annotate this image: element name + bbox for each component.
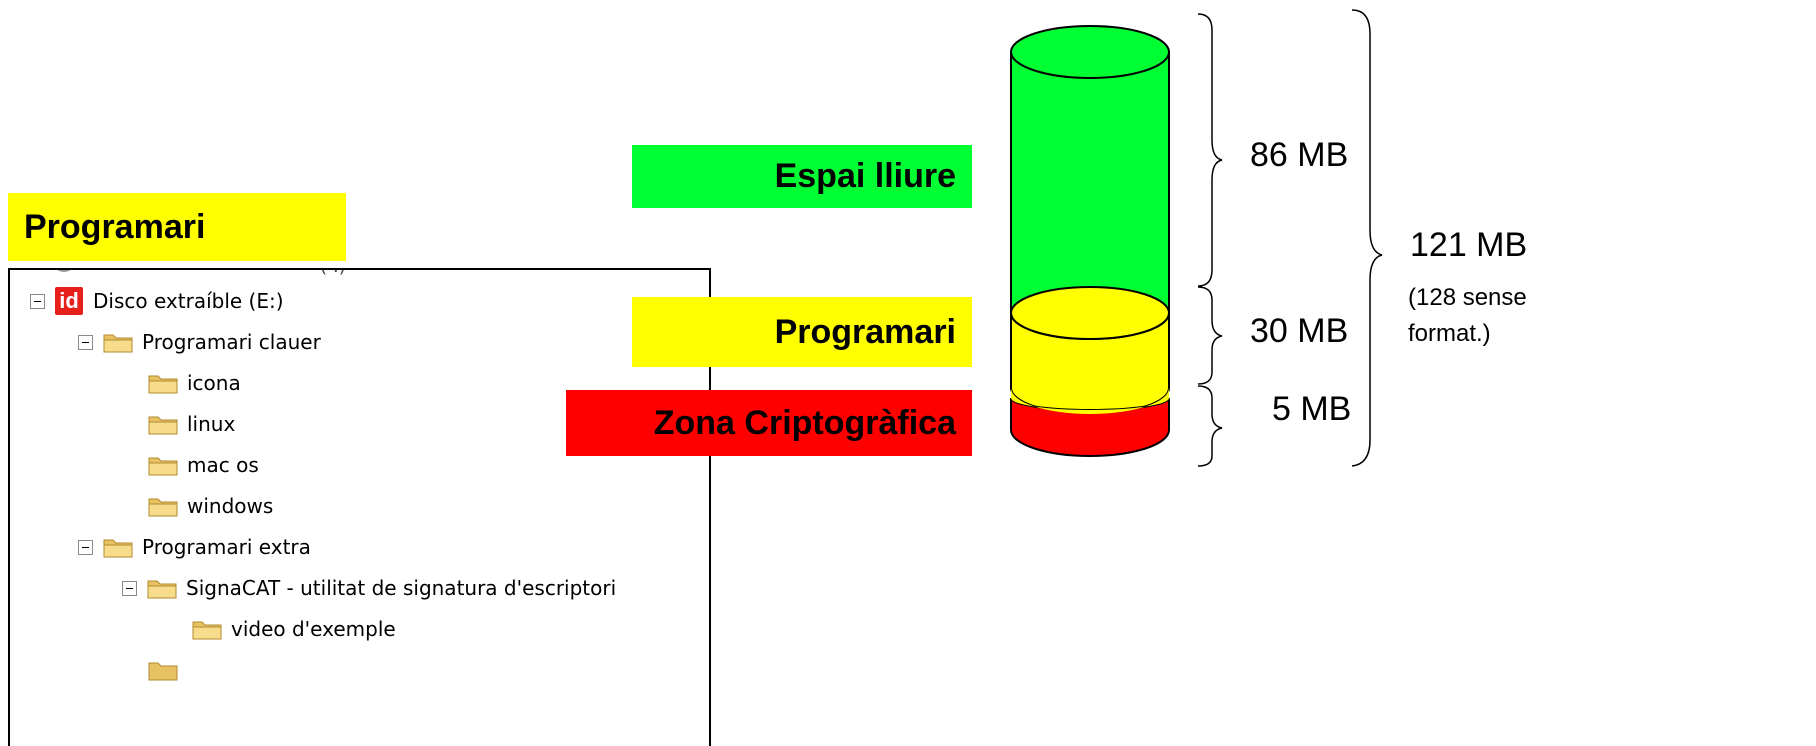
storage-cylinder (1010, 25, 1170, 457)
partially-hidden-row: ( :) (50, 268, 350, 278)
tree-item-label: mac os (187, 453, 259, 477)
tree-item-disco-extraible[interactable]: id Disco extraíble (E:) (30, 282, 284, 320)
svg-text:( :): ( :) (320, 268, 346, 277)
free-space-size: 86 MB (1250, 136, 1349, 174)
removable-drive-id-icon: id (55, 287, 83, 315)
programari-region-label: Programari (632, 297, 972, 367)
brace-crypto (1197, 385, 1223, 467)
collapse-toggle-icon[interactable] (78, 539, 93, 555)
folder-icon (192, 621, 222, 640)
tree-item-label: linux (187, 412, 236, 436)
collapse-toggle-icon[interactable] (122, 580, 137, 596)
tree-item-mac-os[interactable]: mac os (148, 446, 259, 484)
tree-item-linux[interactable]: linux (148, 405, 235, 443)
espai-lliure-label: Espai lliure (632, 145, 972, 208)
total-note-line2: format.) (1408, 320, 1491, 347)
crypto-zone-size: 5 MB (1272, 390, 1352, 428)
tree-item-label: icona (187, 371, 241, 395)
folder-icon (148, 498, 178, 517)
total-note: (128 sense format.) (1408, 280, 1527, 352)
folder-icon (103, 334, 133, 353)
tree-item-video-exemple[interactable]: video d'exemple (192, 610, 396, 648)
programari-size: 30 MB (1250, 312, 1349, 350)
collapse-toggle-icon[interactable] (30, 293, 45, 309)
programari-segment (1010, 286, 1170, 415)
tree-item-label: Programari clauer (142, 330, 321, 354)
tree-item-label: windows (187, 494, 274, 518)
size-braces (1197, 9, 1383, 467)
folder-icon (103, 539, 133, 558)
folder-icon (148, 457, 178, 476)
tree-item-label: video d'exemple (231, 617, 396, 641)
crypto-zone-segment (1010, 388, 1170, 457)
cylinder-top (1010, 25, 1170, 79)
total-note-line1: (128 sense (1408, 284, 1527, 311)
folder-icon (147, 580, 177, 599)
tree-item-programari-extra[interactable]: Programari extra (78, 528, 311, 566)
tree-item-windows[interactable]: windows (148, 487, 273, 525)
tree-item-icona[interactable]: icona (148, 364, 241, 402)
partially-hidden-row (148, 651, 187, 689)
tree-item-label: Disco extraíble (E:) (93, 289, 284, 313)
brace-total (1351, 9, 1383, 467)
folder-tree: ( :) id Disco extraíble (E:) Programari … (8, 268, 711, 746)
folder-icon (148, 375, 178, 394)
collapse-toggle-icon[interactable] (78, 334, 93, 350)
zona-criptografica-label: Zona Criptogràfica (566, 390, 972, 456)
programari-label: Programari (8, 193, 346, 261)
tree-item-signacat[interactable]: SignaCAT - utilitat de signatura d'escri… (122, 569, 616, 607)
tree-item-label: Programari extra (142, 535, 311, 559)
tree-item-label: SignaCAT - utilitat de signatura d'escri… (186, 576, 617, 600)
brace-programari (1197, 286, 1223, 385)
total-size: 121 MB (1410, 226, 1528, 264)
tree-item-programari-clauer[interactable]: Programari clauer (78, 323, 321, 361)
folder-icon (148, 416, 178, 435)
brace-free-space (1197, 13, 1223, 287)
